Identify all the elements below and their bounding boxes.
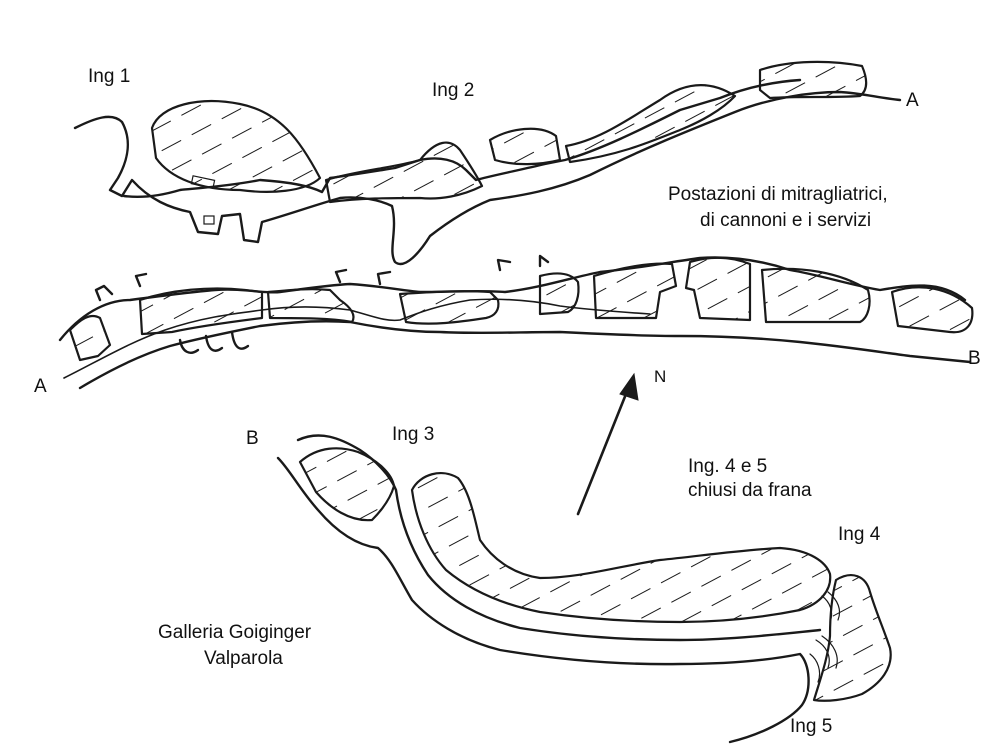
entrance-label-ing5: Ing 5 (790, 716, 833, 737)
rock-pillar (298, 447, 396, 522)
rock-pillar (812, 574, 892, 702)
rock-pillar (324, 141, 484, 204)
map-title-line1: Galleria Goiginger (158, 622, 312, 643)
rock-pillar (760, 267, 871, 324)
rock-pillar (410, 472, 832, 624)
north-label: N (654, 367, 667, 386)
segment-top (73, 60, 902, 266)
rock-pillar (758, 60, 868, 100)
north-arrow-icon (576, 372, 639, 516)
rock-pillar (538, 272, 580, 316)
side-niches (178, 330, 250, 354)
entrance-label-ing1: Ing 1 (88, 66, 131, 87)
map-title-line2: Valparola (204, 648, 283, 669)
gallery-wall-lower (78, 320, 972, 390)
rock-pillar (592, 262, 678, 320)
rock-pillar (266, 288, 355, 324)
gallery-wall-inner (296, 434, 822, 642)
rock-pillar (564, 84, 737, 164)
section-label-b-bottom: B (246, 428, 259, 449)
section-label-a-mid: A (34, 376, 47, 397)
rock-pillar (398, 290, 500, 325)
segment-middle (58, 254, 974, 390)
segment-bottom (276, 434, 892, 744)
entrance-label-ing3: Ing 3 (392, 424, 435, 445)
entrance-label-ing2: Ing 2 (432, 80, 475, 101)
legend-postazioni-line1: Postazioni di mitragliatrici, (668, 184, 888, 205)
section-label-b-mid: B (968, 348, 981, 369)
small-chamber (203, 215, 215, 225)
rock-pillar (890, 286, 974, 334)
gallery-wall-outer (276, 456, 810, 744)
rock-pillar (488, 127, 562, 166)
collapse-marks (809, 591, 841, 683)
rock-pillar (138, 287, 264, 336)
legend-postazioni-line2: di cannoni e i servizi (700, 210, 872, 231)
gun-positions (94, 254, 550, 302)
gallery-wall-south (73, 90, 902, 266)
rock-pillar (68, 314, 112, 362)
small-chamber (190, 175, 216, 189)
entrance-label-ing4: Ing 4 (838, 524, 881, 545)
note-frana-line2: chiusi da frana (688, 480, 812, 501)
rock-pillar (150, 100, 322, 193)
rock-pillar (684, 256, 752, 322)
note-frana-line1: Ing. 4 e 5 (688, 456, 768, 477)
section-label-a-top: A (906, 90, 919, 111)
